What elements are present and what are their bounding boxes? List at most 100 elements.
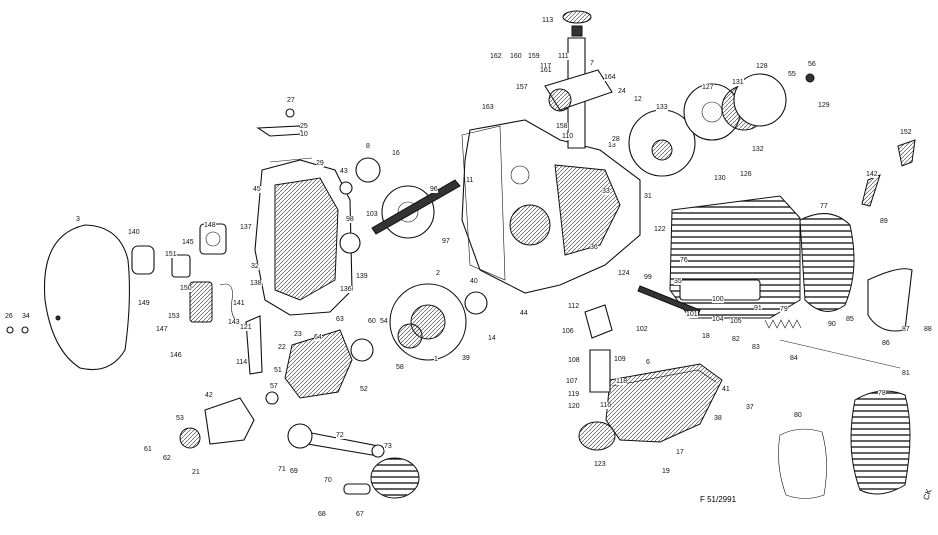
part-label-151: 151	[165, 251, 177, 258]
part-label-36: 36	[590, 244, 598, 251]
crank-bore	[509, 204, 551, 246]
part-label-153: 153	[168, 313, 180, 320]
side-cover	[43, 224, 130, 371]
crank-nut-57	[265, 391, 279, 405]
part-label-138: 138	[250, 280, 262, 287]
part-label-87: 87	[902, 326, 910, 333]
part-label-128: 128	[756, 63, 768, 70]
part-label-85: 85	[846, 316, 854, 323]
part-label-117: 117	[540, 63, 552, 70]
rod-big-end	[287, 423, 313, 449]
part-label-142: 142	[866, 171, 878, 178]
part-label-37: 37	[746, 404, 754, 411]
part-label-2: 2	[436, 270, 440, 277]
part-label-91: 91	[754, 305, 762, 312]
part-label-77: 77	[820, 203, 828, 210]
rocker-cover-78	[850, 390, 911, 495]
part-label-19: 19	[662, 468, 670, 475]
camshaft	[371, 179, 461, 235]
part-label-40: 40	[470, 278, 478, 285]
disc-8	[355, 157, 381, 183]
part-label-122: 122	[654, 226, 666, 233]
part-label-148: 148	[204, 222, 216, 229]
part-label-24: 24	[618, 88, 626, 95]
seal-40	[464, 291, 488, 315]
part-label-119: 119	[568, 391, 580, 398]
part-label-157: 157	[516, 84, 528, 91]
washer-43	[339, 181, 353, 195]
part-label-52: 52	[360, 386, 368, 393]
crankcase-ribs	[554, 164, 621, 256]
part-label-146: 146	[170, 352, 182, 359]
part-label-152: 152	[900, 129, 912, 136]
part-label-45: 45	[253, 186, 261, 193]
part-label-129: 129	[818, 102, 830, 109]
part-label-22: 22	[278, 344, 286, 351]
part-label-14: 14	[488, 335, 496, 342]
spark-plug	[861, 174, 881, 207]
part-label-110: 110	[562, 133, 574, 140]
pump-drive	[589, 349, 611, 393]
part-label-159: 159	[528, 53, 540, 60]
part-label-17: 17	[676, 449, 684, 456]
part-label-43: 43	[340, 168, 348, 175]
part-label-79: 79	[780, 306, 788, 313]
magneto-group	[131, 223, 237, 323]
part-label-3: 3	[76, 216, 80, 223]
part-label-72: 72	[336, 432, 344, 439]
part-label-150: 150	[180, 285, 192, 292]
part-label-26: 26	[5, 313, 13, 320]
filler-cap	[562, 10, 592, 24]
part-label-23: 23	[294, 331, 302, 338]
part-label-73: 73	[384, 443, 392, 450]
part-label-136: 136	[340, 286, 352, 293]
part-label-90: 90	[828, 321, 836, 328]
part-label-13: 13	[608, 142, 616, 149]
pushrod-81	[779, 339, 901, 369]
part-label-11: 11	[466, 177, 474, 184]
part-label-101: 101	[686, 311, 698, 318]
part-label-60: 60	[368, 318, 376, 325]
piston-pin-67	[343, 483, 371, 495]
rod-small-end	[371, 444, 385, 458]
part-label-10: 10	[300, 131, 308, 138]
part-label-114: 114	[236, 359, 248, 366]
bearing-158	[548, 88, 572, 112]
part-label-120: 120	[568, 403, 580, 410]
part-label-96: 96	[430, 186, 438, 193]
part-label-143: 143	[228, 319, 240, 326]
part-label-29: 29	[316, 160, 324, 167]
drawing-reference: F 51/2991	[700, 495, 737, 504]
end-cover-86	[867, 268, 913, 332]
gear-98	[339, 232, 361, 254]
part-label-147: 147	[156, 326, 168, 333]
clutch-plate-128	[733, 73, 787, 127]
part-label-62: 62	[163, 455, 171, 462]
flywheel-133-hub	[651, 139, 673, 161]
part-label-6: 6	[646, 359, 650, 366]
part-label-67: 67	[356, 511, 364, 518]
part-label-56: 56	[808, 61, 816, 68]
part-label-145: 145	[182, 239, 194, 246]
part-label-158: 158	[556, 123, 568, 130]
piston	[370, 457, 420, 499]
part-label-121: 121	[240, 324, 252, 331]
part-label-132: 132	[752, 146, 764, 153]
pump-body	[584, 304, 613, 339]
part-label-126: 126	[740, 171, 752, 178]
housing-58	[204, 397, 255, 445]
part-label-16: 16	[392, 150, 400, 157]
nut-26	[6, 326, 14, 334]
part-label-124: 124	[618, 270, 630, 277]
bracket	[256, 125, 303, 137]
part-label-163: 163	[482, 104, 494, 111]
part-label-39: 39	[462, 355, 470, 362]
part-label-108: 108	[568, 357, 580, 364]
part-label-53: 53	[176, 415, 184, 422]
part-label-8: 8	[366, 143, 370, 150]
part-label-137: 137	[240, 224, 252, 231]
tappet-99	[637, 285, 701, 316]
part-label-44: 44	[520, 310, 528, 317]
part-label-18: 18	[702, 333, 710, 340]
bolt-56	[805, 73, 815, 83]
